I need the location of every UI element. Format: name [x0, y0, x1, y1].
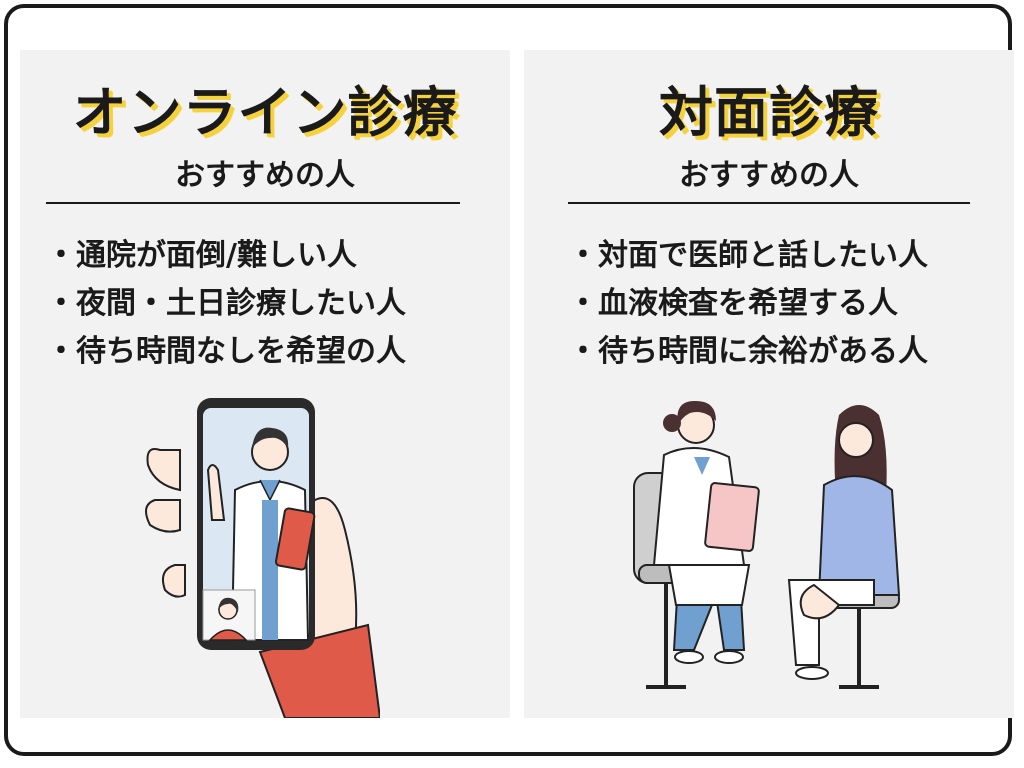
online-recommend-list: 通院が面倒/難しい人 夜間・土日診療したい人 待ち時間なしを希望の人: [46, 232, 406, 376]
list-item: 待ち時間なしを希望の人: [46, 328, 406, 376]
in-person-title: 対面診療: [659, 81, 879, 144]
in-person-recommend-list: 対面で医師と話したい人 血液検査を希望する人 待ち時間に余裕がある人: [568, 232, 928, 376]
list-item: 通院が面倒/難しい人: [46, 232, 406, 280]
online-title: オンライン診療: [72, 81, 458, 144]
list-item: 夜間・土日診療したい人: [46, 280, 406, 328]
in-person-subtitle: おすすめの人: [679, 158, 859, 193]
online-consultation-panel: オンライン診療 おすすめの人 通院が面倒/難しい人 夜間・土日診療したい人 待ち…: [20, 50, 510, 718]
doctor-patient-consultation-icon: [633, 400, 901, 689]
list-item: 待ち時間に余裕がある人: [568, 328, 928, 376]
smartphone-video-call-icon: [145, 398, 380, 718]
in-person-divider: [568, 202, 970, 204]
in-person-consultation-panel: 対面診療 おすすめの人 対面で医師と話したい人 血液検査を希望する人 待ち時間に…: [524, 50, 1014, 718]
online-divider: [46, 202, 460, 204]
online-subtitle: おすすめの人: [175, 158, 355, 193]
list-item: 対面で医師と話したい人: [568, 232, 928, 280]
list-item: 血液検査を希望する人: [568, 280, 928, 328]
